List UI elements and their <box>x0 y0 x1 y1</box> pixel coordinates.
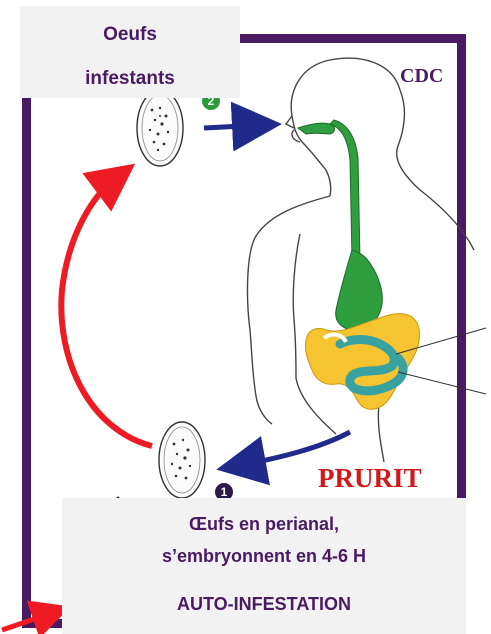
perianal-eggs-label-box: Œufs en perianal, s’embryonnent en 4-6 H… <box>62 498 466 634</box>
red-cycle-arrow <box>61 178 152 446</box>
blue-arrow-bottom <box>236 432 350 466</box>
top-egg-icon <box>137 90 183 166</box>
bottom-egg-icon <box>159 422 205 498</box>
perianal-eggs-line1: Œufs en perianal, <box>62 514 466 535</box>
red-auto-arrow <box>2 613 52 630</box>
infective-eggs-line2: infestants <box>20 68 240 90</box>
infective-eggs-label-box: Oeufs infestants <box>20 6 240 98</box>
source-cdc: CDC <box>400 65 443 88</box>
blue-arrow-top <box>204 125 262 128</box>
prurit-label: PRURIT <box>318 463 422 494</box>
perianal-eggs-line2: s’embryonnent en 4-6 H <box>62 546 466 567</box>
auto-infestation-label: AUTO-INFESTATION <box>62 594 466 615</box>
infective-eggs-line1: Oeufs <box>20 24 240 46</box>
